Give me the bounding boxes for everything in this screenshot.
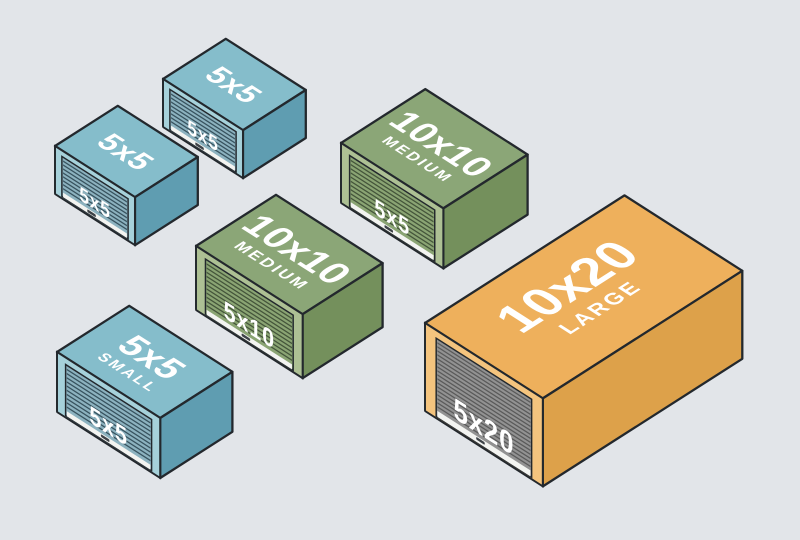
roll-door-slats (66, 368, 151, 462)
roll-door-slats (171, 93, 235, 164)
unit-front-face: 5x5 (54, 144, 136, 247)
unit-front-face: 5x5 (56, 350, 162, 480)
door-handle (87, 209, 96, 217)
unit-front-face: 5x10 (195, 244, 304, 380)
roll-door-slats (350, 159, 434, 252)
door-handle (384, 225, 394, 233)
door-handle (195, 142, 204, 150)
door-handle (476, 437, 485, 445)
door-handle (100, 434, 110, 442)
roll-door-slats (437, 342, 531, 468)
unit-front-face: 5x5 (162, 77, 244, 180)
roll-door-slats (206, 263, 292, 361)
unit-front-face: 5x20 (424, 321, 544, 488)
door-handle (241, 333, 251, 341)
unit-front-face: 5x5 (340, 141, 445, 270)
roll-door-slats (63, 160, 127, 231)
